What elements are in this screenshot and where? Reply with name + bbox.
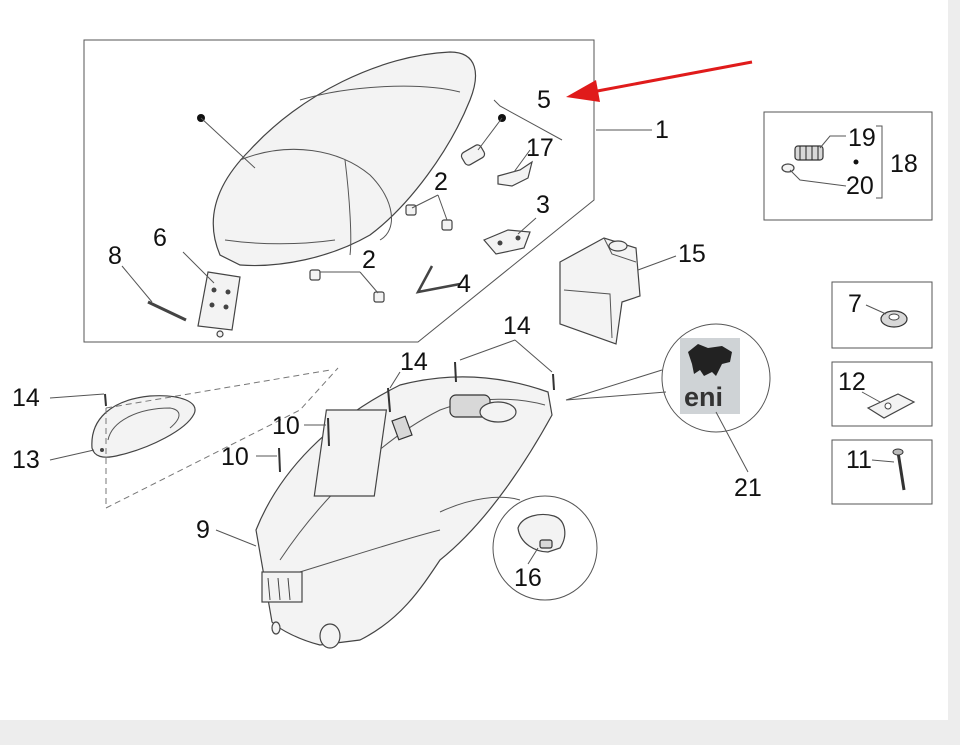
bracket-18 (876, 125, 883, 199)
leader-21 (715, 411, 749, 473)
detail-16-pointer (439, 496, 521, 513)
detail-circle-21 (661, 323, 771, 433)
leader-15 (637, 255, 677, 271)
hinge-plate-part (197, 271, 241, 338)
callout-14-left: 14 (12, 384, 40, 412)
callout-7: 7 (848, 290, 862, 318)
callout-19: 19 (848, 124, 876, 152)
leader-3 (517, 217, 537, 235)
cap-part (517, 513, 566, 553)
seat-leader (200, 117, 256, 169)
screw-11-part (892, 448, 906, 491)
leader-14c (459, 339, 516, 361)
box-11 (831, 439, 933, 505)
leader-11 (871, 459, 895, 463)
callout-4: 4 (457, 270, 471, 298)
callout-12: 12 (838, 368, 866, 396)
leader-20 (789, 169, 847, 187)
cover-part (91, 395, 196, 458)
dog-logo-icon (688, 344, 732, 376)
lock-leader (477, 117, 503, 151)
clip-part (866, 393, 916, 419)
callout-14-center: 14 (400, 348, 428, 376)
latch-part (497, 160, 533, 187)
seat-part (212, 51, 477, 267)
bracket-5 (493, 99, 563, 141)
callout-8: 8 (108, 242, 122, 270)
spring-dot (853, 159, 859, 165)
leader-2a-b (437, 194, 448, 221)
leader-17 (513, 149, 531, 173)
callout-16: 16 (514, 564, 542, 592)
leader-2a (411, 194, 439, 209)
leader-14b (389, 371, 401, 389)
buffer-parts (309, 204, 453, 303)
callout-10-lower: 10 (221, 443, 249, 471)
leader-16 (527, 547, 539, 565)
nut-part (880, 310, 908, 328)
leader-2b-b (359, 271, 379, 294)
callout-20: 20 (846, 172, 874, 200)
leader-13 (49, 449, 95, 461)
box-7 (831, 281, 933, 349)
projection-dashes-top (105, 369, 331, 409)
callout-13: 13 (12, 446, 40, 474)
callout-9: 9 (196, 516, 210, 544)
callout-2-upper: 2 (434, 168, 448, 196)
diagram-canvas (0, 0, 948, 720)
screw-10-parts (278, 417, 330, 473)
leader-6 (182, 251, 215, 284)
callout-17: 17 (526, 134, 554, 162)
detail-21-pointer (565, 369, 667, 401)
pin-part (147, 300, 187, 322)
leader-14c-b (514, 339, 553, 373)
box-18 (763, 111, 933, 221)
helmet-compartment-part (255, 376, 553, 649)
callout-2-lower: 2 (362, 246, 376, 274)
projection-dashes-left (105, 367, 339, 509)
highlight-arrow (566, 60, 753, 102)
spring-part (781, 145, 824, 173)
lock-barrel-part (460, 144, 486, 166)
leader-7 (865, 304, 887, 315)
logo-text: eni (684, 382, 723, 412)
callout-10-upper: 10 (272, 412, 300, 440)
callout-14-right: 14 (503, 312, 531, 340)
callout-11: 11 (846, 446, 872, 474)
tool-holder-part (559, 237, 641, 345)
leader-19 (819, 135, 846, 149)
leader-9 (215, 529, 257, 547)
allen-key-part (415, 265, 461, 294)
callout-6: 6 (153, 224, 167, 252)
callout-18: 18 (890, 150, 918, 178)
callout-15: 15 (678, 240, 706, 268)
callout-1: 1 (655, 116, 669, 144)
leader-12 (861, 391, 881, 403)
leader-14a (49, 393, 105, 399)
seat-assembly-frame (83, 39, 595, 343)
screw-14-parts (104, 361, 555, 413)
leader-8 (121, 265, 153, 303)
callout-21: 21 (734, 474, 762, 502)
detail-circle-16 (492, 495, 598, 601)
box-12 (831, 361, 933, 427)
latch-bracket-part (483, 229, 531, 255)
callout-5: 5 (537, 86, 551, 114)
callout-3: 3 (536, 191, 550, 219)
